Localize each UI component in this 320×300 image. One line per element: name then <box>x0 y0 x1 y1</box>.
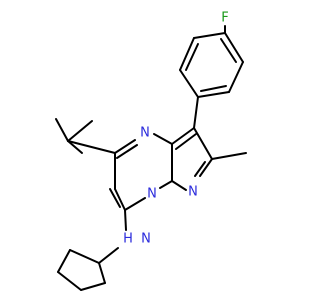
bonds <box>55 25 247 291</box>
bond <box>228 61 244 93</box>
bond <box>211 152 247 160</box>
bond <box>197 91 230 98</box>
bond <box>67 140 116 154</box>
bond <box>193 32 226 39</box>
bond <box>114 188 126 211</box>
bond <box>199 158 213 177</box>
bond <box>124 197 146 211</box>
bond <box>193 127 213 160</box>
bond <box>80 282 106 291</box>
bond <box>193 96 199 129</box>
bond <box>194 161 206 177</box>
bond <box>69 249 100 264</box>
bond <box>153 133 173 145</box>
atom-label-nh-amine: N <box>141 232 151 247</box>
bond <box>67 140 83 154</box>
atom-label-fluorine: F <box>221 11 228 26</box>
bond <box>67 120 93 142</box>
atom-labels: N N N N H F <box>123 11 229 247</box>
bond <box>179 37 195 71</box>
atom-label-n-pyrazole: N <box>188 185 198 200</box>
bond <box>171 180 187 191</box>
bond <box>116 144 138 159</box>
bond <box>171 127 195 145</box>
bond <box>200 85 227 92</box>
bond <box>98 247 119 264</box>
bond <box>185 43 199 71</box>
molecule-structure: N N N N H F <box>55 11 247 291</box>
atom-label-h-amine: H <box>123 232 133 247</box>
atom-label-n-ring-top: N <box>140 126 150 141</box>
bond <box>57 271 82 291</box>
bond <box>224 32 244 63</box>
bond <box>57 249 71 273</box>
bond <box>159 180 173 189</box>
molecule-canvas: N N N N H F <box>55 11 247 291</box>
bond <box>124 209 127 231</box>
bond <box>55 118 69 142</box>
bond <box>109 188 121 208</box>
atom-label-n-bridge: N <box>147 187 157 202</box>
bond <box>179 69 199 98</box>
bond <box>114 139 136 154</box>
bond <box>98 262 106 284</box>
bond <box>175 133 197 150</box>
bond <box>220 38 237 63</box>
